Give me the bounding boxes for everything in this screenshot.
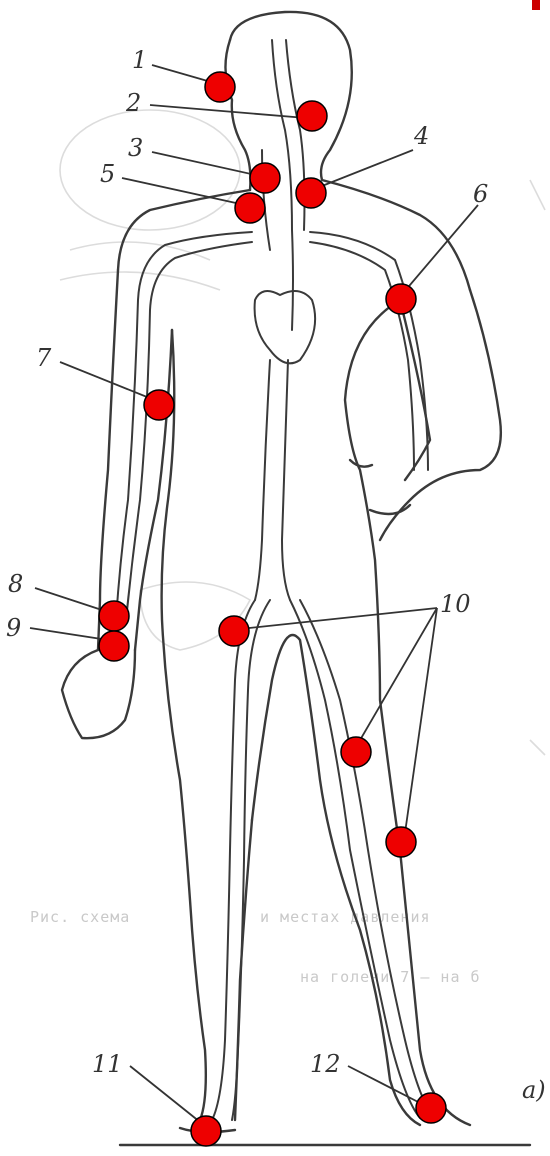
- label-7: 7: [36, 344, 52, 372]
- marker-10c[interactable]: [386, 827, 416, 857]
- label-1: 1: [132, 46, 147, 74]
- label-10: 10: [440, 590, 471, 618]
- label-11: 11: [92, 1050, 123, 1078]
- label-4: 4: [413, 122, 429, 150]
- marker-11[interactable]: [191, 1116, 221, 1146]
- label-8: 8: [8, 570, 23, 598]
- marker-12[interactable]: [416, 1093, 446, 1123]
- marker-10b[interactable]: [341, 737, 371, 767]
- marker-7[interactable]: [144, 390, 174, 420]
- corner-accent: [532, 0, 540, 10]
- label-3: 3: [128, 134, 143, 162]
- label-6: 6: [473, 180, 488, 208]
- marker-4[interactable]: [296, 178, 326, 208]
- label-12: 12: [310, 1050, 341, 1078]
- marker-9[interactable]: [99, 631, 129, 661]
- label-9: 9: [6, 614, 21, 642]
- marker-3[interactable]: [250, 163, 280, 193]
- label-5: 5: [100, 160, 115, 188]
- marker-10a[interactable]: [219, 616, 249, 646]
- marker-8[interactable]: [99, 601, 129, 631]
- marker-2[interactable]: [297, 101, 327, 131]
- label-2: 2: [125, 89, 141, 117]
- svg-text:Рис. схема: Рис. схема: [30, 908, 130, 926]
- marker-5[interactable]: [235, 193, 265, 223]
- label-corner: а): [522, 1076, 546, 1104]
- marker-6[interactable]: [386, 284, 416, 314]
- marker-1[interactable]: [205, 72, 235, 102]
